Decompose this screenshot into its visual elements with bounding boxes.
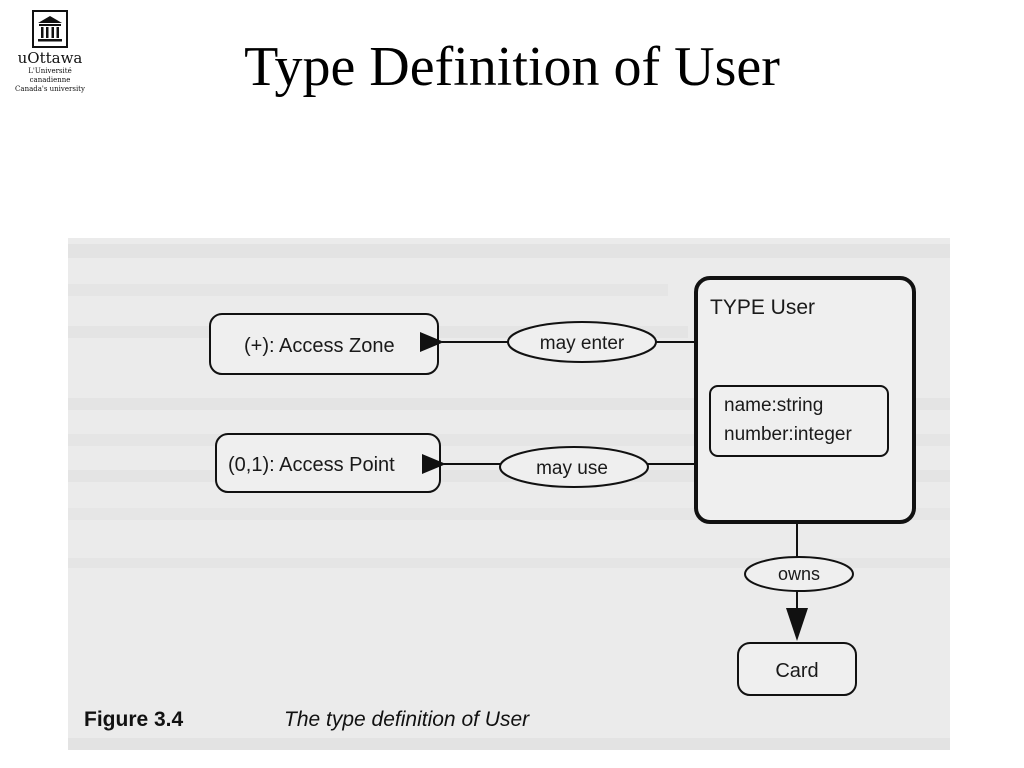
- owns-arrowhead: [786, 608, 808, 641]
- attribute-name: name:string: [724, 395, 823, 416]
- logo-name: uOttawa: [17, 49, 83, 67]
- access-zone-label: (+): Access Zone: [244, 335, 395, 357]
- may-use-ellipse: [499, 446, 649, 488]
- may-enter-label: may enter: [540, 333, 625, 354]
- logo-tagline-fr: L'Université canadienne: [28, 67, 72, 84]
- owns-ellipse: [744, 556, 854, 592]
- owns-label: owns: [778, 564, 820, 584]
- attribute-number: number:integer: [724, 424, 852, 445]
- scanned-figure: TYPE User name:string number:integer (+)…: [68, 238, 950, 750]
- may-enter-ellipse: [507, 321, 657, 363]
- card-label: Card: [775, 660, 818, 682]
- attributes-box: [709, 385, 889, 457]
- card-box: [737, 642, 857, 696]
- figure-number: Figure 3.4: [84, 708, 184, 731]
- type-definition-diagram: TYPE User name:string number:integer (+)…: [68, 244, 950, 750]
- figure-caption: The type definition of User: [284, 708, 530, 731]
- access-point-label: (0,1): Access Point: [228, 454, 395, 476]
- university-building-icon: [32, 10, 68, 48]
- university-logo: uOttawa L'Université canadienne Canada's…: [8, 10, 92, 94]
- may-use-label: may use: [536, 458, 608, 479]
- logo-tagline-en: Canada's university: [15, 85, 85, 93]
- type-user-title: TYPE User: [710, 296, 815, 319]
- page-title: Type Definition of User: [244, 36, 780, 98]
